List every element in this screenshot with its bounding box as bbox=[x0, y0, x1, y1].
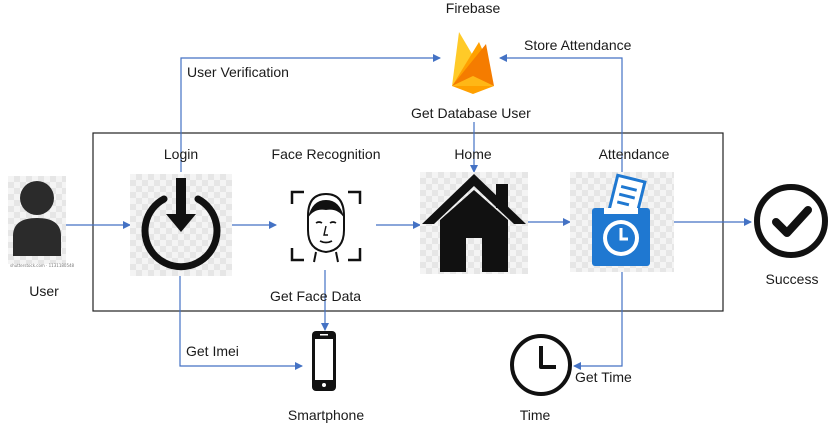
node-label-success: Success bbox=[765, 271, 819, 287]
smartphone-icon bbox=[312, 331, 336, 391]
home-icon-frame bbox=[420, 172, 528, 274]
ballot-clock-icon bbox=[592, 173, 650, 266]
node-label-login: Login bbox=[163, 146, 199, 162]
edge-label-get-time: Get Time bbox=[575, 369, 632, 385]
arrow-store-attendance bbox=[499, 54, 623, 172]
firebase-flame-icon bbox=[452, 32, 494, 94]
node-label-home: Home bbox=[454, 146, 492, 162]
arrow-get-time bbox=[573, 272, 623, 370]
stock-watermark: shutterstock.com · 1131180548 bbox=[10, 263, 75, 268]
clock-icon bbox=[510, 334, 572, 396]
edge-label-get-face-data: Get Face Data bbox=[270, 288, 362, 304]
face-scan-icon bbox=[290, 190, 362, 263]
node-label-time: Time bbox=[519, 407, 551, 423]
node-label-firebase: Firebase bbox=[445, 0, 501, 16]
arrow-user-verification bbox=[180, 54, 441, 172]
edge-label-get-database-user: Get Database User bbox=[411, 105, 531, 121]
checkmark-circle-icon bbox=[754, 184, 828, 258]
edge-label-get-imei: Get Imei bbox=[186, 343, 239, 359]
edge-label-user-verification: User Verification bbox=[187, 64, 289, 80]
node-label-attendance: Attendance bbox=[598, 146, 670, 162]
node-label-smartphone: Smartphone bbox=[287, 407, 365, 423]
house-icon bbox=[422, 174, 526, 272]
node-label-face-recognition: Face Recognition bbox=[271, 146, 381, 162]
arrow-get-imei bbox=[179, 274, 303, 370]
edge-label-store-attendance: Store Attendance bbox=[524, 37, 632, 53]
person-icon bbox=[13, 181, 61, 256]
power-icon bbox=[141, 178, 221, 271]
node-label-user: User bbox=[29, 283, 59, 299]
